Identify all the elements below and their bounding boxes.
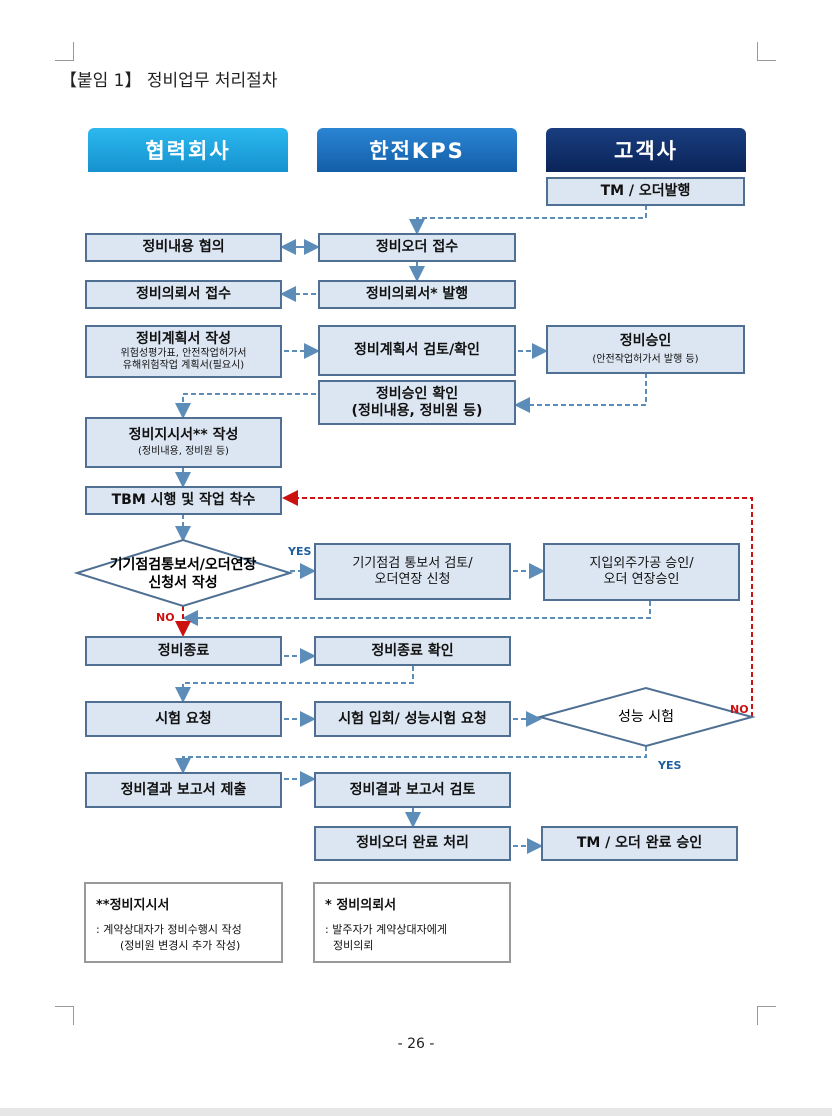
note-line: : 계약상대자가 정비수행시 작성 bbox=[96, 923, 242, 936]
box-finish-check: 정비종료 확인 bbox=[314, 636, 511, 666]
box-report-submit: 정비결과 보고서 제출 bbox=[85, 772, 282, 808]
box-request-receive: 정비의뢰서 접수 bbox=[85, 280, 282, 309]
box-test-request: 시험 요청 bbox=[85, 701, 282, 737]
box-outsource-approve: 지입외주가공 승인/ 오더 연장승인 bbox=[543, 543, 740, 601]
label-no: NO bbox=[730, 703, 749, 716]
lane-header-partner: 협력회사 bbox=[88, 128, 288, 172]
box-tm-complete: TM / 오더 완료 승인 bbox=[541, 826, 738, 861]
note-heading: * 정비의뢰서 bbox=[325, 898, 397, 913]
lane-header-customer: 고객사 bbox=[546, 128, 746, 172]
decision-diamond-performance bbox=[536, 686, 756, 748]
note-heading: **정비지시서 bbox=[96, 898, 170, 913]
box-tm-order-issue: TM / 오더발행 bbox=[546, 177, 745, 206]
box-request-issue: 정비의뢰서* 발행 bbox=[318, 280, 516, 309]
box-plan-write: 정비계획서 작성 위험성평가표, 안전작업허가서 유해위험작업 계획서(필요시) bbox=[85, 325, 282, 378]
box-approve-sub: (안전작업허가서 발행 등) bbox=[592, 353, 699, 365]
box-report-review: 정비결과 보고서 검토 bbox=[314, 772, 511, 808]
note-request: * 정비의뢰서 : 발주자가 계약상대자에게 정비의뢰 bbox=[313, 882, 511, 963]
crop-mark bbox=[55, 1006, 74, 1025]
page-number: - 26 - bbox=[397, 1036, 435, 1052]
crop-mark bbox=[757, 1006, 776, 1025]
bottom-band bbox=[0, 1108, 832, 1116]
box-approve: 정비승인 (안전작업허가서 발행 등) bbox=[546, 325, 745, 374]
box-plan-write-title: 정비계획서 작성 bbox=[135, 331, 232, 348]
diamond1-text: 기기점검통보서/오더연장 신청서 작성 bbox=[90, 548, 276, 600]
note-line: : 발주자가 계약상대자에게 bbox=[325, 923, 448, 936]
box-plan-write-sub1: 위험성평가표, 안전작업허가서 bbox=[120, 347, 247, 359]
box-approve-check-title: 정비승인 확인 bbox=[375, 385, 459, 402]
box-outsource-line1: 지입외주가공 승인/ bbox=[589, 556, 694, 572]
box-inspect-review: 기기점검 통보서 검토/ 오더연장 신청 bbox=[314, 543, 511, 600]
box-order-receive: 정비오더 접수 bbox=[318, 233, 516, 262]
crop-mark bbox=[55, 42, 74, 61]
box-approve-check: 정비승인 확인 (정비내용, 정비원 등) bbox=[318, 380, 516, 425]
box-test-witness: 시험 입회/ 성능시험 요청 bbox=[314, 701, 511, 737]
box-approve-title: 정비승인 bbox=[619, 333, 672, 350]
label-yes: YES bbox=[658, 759, 682, 772]
perf-test-text: 성능 시험 bbox=[618, 708, 674, 725]
diamond1-line1: 기기점검통보서/오더연장 bbox=[109, 556, 257, 573]
box-instruction-write: 정비지시서** 작성 (정비내용, 정비원 등) bbox=[85, 417, 282, 468]
box-finish: 정비종료 bbox=[85, 636, 282, 666]
box-instruction-title: 정비지시서** 작성 bbox=[128, 426, 239, 443]
box-approve-check-sub: (정비내용, 정비원 등) bbox=[351, 402, 483, 419]
crop-mark bbox=[757, 42, 776, 61]
box-outsource-line2: 오더 연장승인 bbox=[603, 572, 680, 587]
box-instruction-sub: (정비내용, 정비원 등) bbox=[138, 446, 229, 458]
page-title: 【붙임 1】 정비업무 처리절차 bbox=[60, 71, 278, 91]
note-line: 정비의뢰 bbox=[333, 939, 374, 952]
box-tbm: TBM 시행 및 작업 착수 bbox=[85, 486, 282, 515]
label-yes: YES bbox=[288, 545, 312, 558]
box-plan-write-sub2: 유해위험작업 계획서(필요시) bbox=[122, 359, 245, 371]
box-order-complete: 정비오더 완료 처리 bbox=[314, 826, 511, 861]
label-no: NO bbox=[156, 611, 175, 624]
box-consult: 정비내용 협의 bbox=[85, 233, 282, 262]
diamond1-line2: 신청서 작성 bbox=[148, 575, 218, 591]
box-plan-review: 정비계획서 검토/확인 bbox=[318, 325, 516, 376]
decision-diamond-report bbox=[73, 538, 294, 608]
note-instruction: **정비지시서 : 계약상대자가 정비수행시 작성 (정비원 변경시 추가 작성… bbox=[84, 882, 283, 963]
lane-header-kps: 한전KPS bbox=[317, 128, 517, 172]
box-inspect-line1: 기기점검 통보서 검토/ bbox=[352, 555, 473, 571]
box-inspect-line2: 오더연장 신청 bbox=[374, 571, 451, 587]
note-line: (정비원 변경시 추가 작성) bbox=[120, 939, 241, 952]
